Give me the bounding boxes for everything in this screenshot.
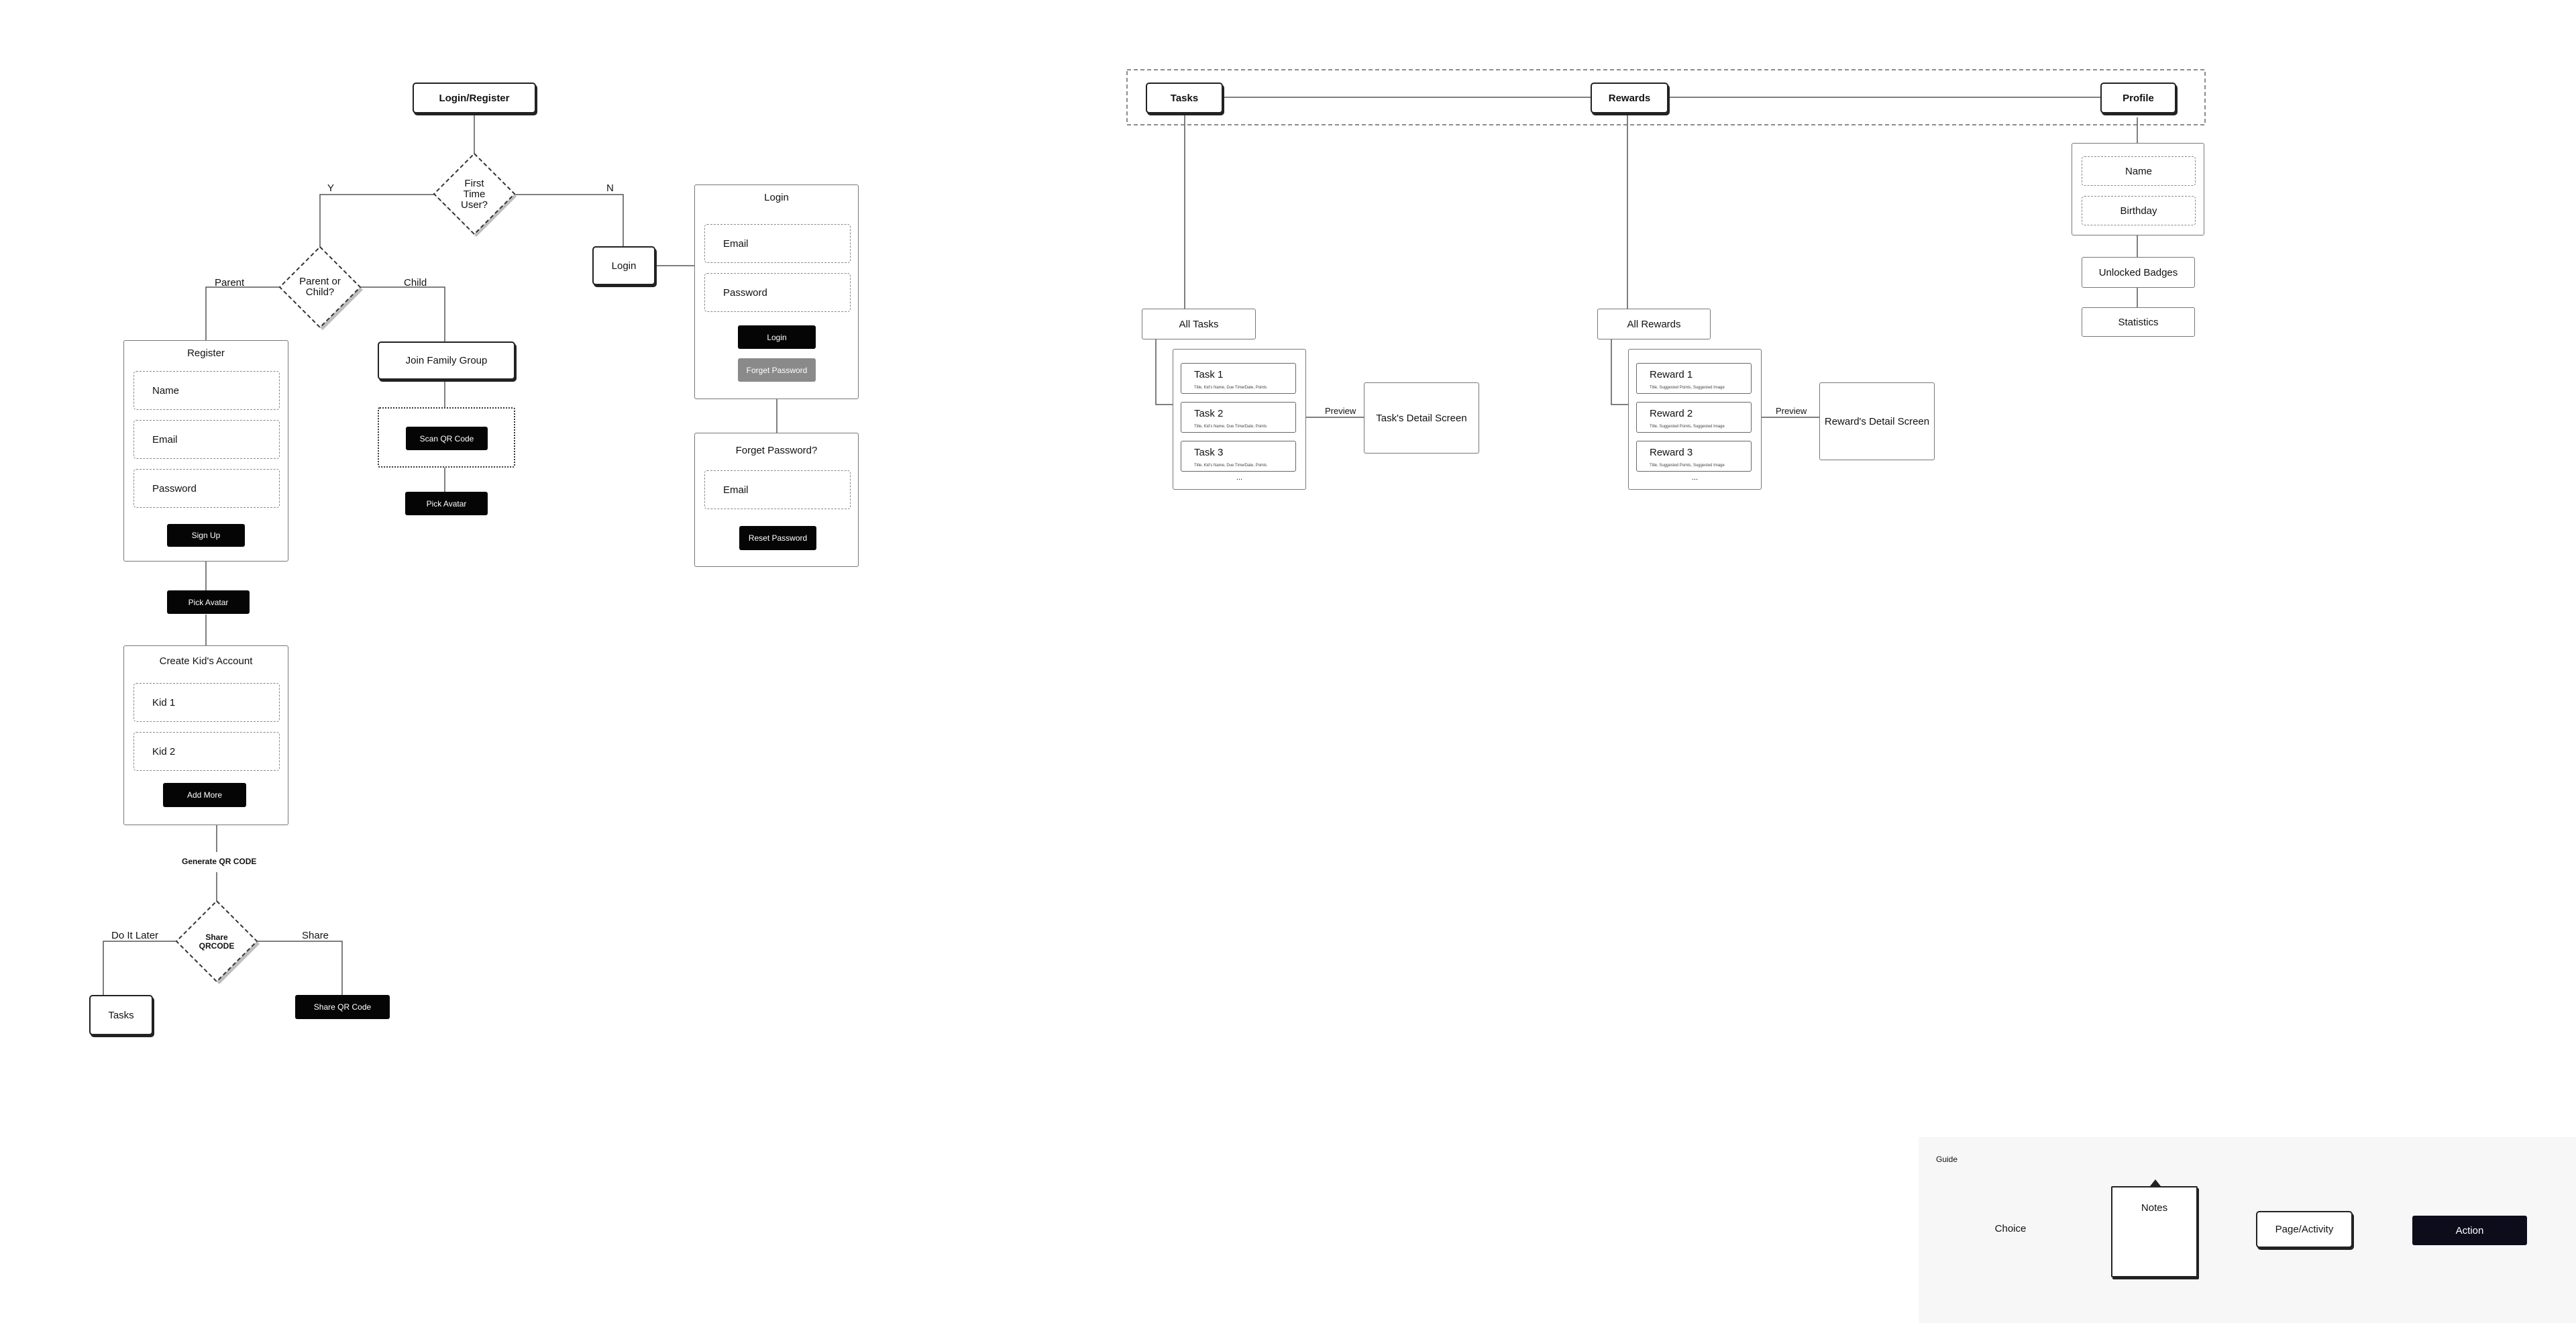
pick-avatar-child-button[interactable]: Pick Avatar (405, 492, 488, 515)
share-qrcode-label: Share QRCODE (199, 933, 235, 951)
task-item-1-subtitle: Title, Kid’s Name, Due Time/Date, Points (1194, 386, 1267, 390)
task-item-3[interactable]: Task 3 Title, Kid’s Name, Due Time/Date,… (1181, 441, 1296, 472)
reward-detail-label: Reward's Detail Screen (1824, 415, 1930, 427)
login-screen: Login Email Password Login Forget Passwo… (694, 184, 859, 399)
forget-password-button[interactable]: Forget Password (738, 358, 816, 382)
reward-item-2-subtitle: Title, Suggested Points, Suggested Image (1650, 425, 1725, 429)
reward-item-1-subtitle: Title, Suggested Points, Suggested Image (1650, 386, 1725, 390)
scan-qr-code-button[interactable]: Scan QR Code (406, 427, 488, 450)
task-item-3-subtitle: Title, Kid’s Name, Due Time/Date, Points (1194, 464, 1267, 468)
reward-item-1-title: Reward 1 (1650, 369, 1693, 380)
nav-tasks[interactable]: Tasks (1146, 83, 1223, 113)
nav-tasks-label: Tasks (1170, 92, 1199, 104)
forget-password-title: Forget Password? (735, 445, 818, 456)
guide-action: Action (2412, 1216, 2527, 1245)
reset-password-button[interactable]: Reset Password (739, 526, 816, 550)
pick-avatar-parent-button[interactable]: Pick Avatar (167, 590, 250, 614)
create-kids-title: Create Kid's Account (159, 655, 253, 667)
task-item-2-subtitle: Title, Kid’s Name, Due Time/Date, Points (1194, 425, 1267, 429)
task-preview-label: Preview (1325, 406, 1356, 416)
create-kids-account-screen: Create Kid's Account Kid 1 Kid 2 Add Mor… (123, 645, 288, 825)
child-branch-label: Child (404, 277, 427, 288)
login-register-node[interactable]: Login/Register (413, 83, 536, 113)
all-rewards-node[interactable]: All Rewards (1597, 309, 1711, 339)
nav-rewards[interactable]: Rewards (1591, 83, 1668, 113)
scan-qr-frame: Scan QR Code (378, 407, 515, 468)
parent-or-child-label: Parent or Child? (299, 276, 341, 298)
statistics-label: Statistics (2118, 316, 2159, 328)
task-item-2-title: Task 2 (1194, 408, 1224, 419)
register-name-field[interactable]: Name (133, 371, 280, 410)
statistics-node[interactable]: Statistics (2082, 307, 2195, 337)
reward-item-3[interactable]: Reward 3 Title, Suggested Points, Sugges… (1636, 441, 1752, 472)
profile-frame: Name Birthday (2072, 143, 2204, 235)
first-time-user-label: First Time User? (460, 178, 488, 211)
guide-notes-pointer (2150, 1179, 2161, 1186)
reward-item-2[interactable]: Reward 2 Title, Suggested Points, Sugges… (1636, 402, 1752, 433)
join-family-group-node[interactable]: Join Family Group (378, 341, 515, 380)
guide-choice-label: Choice (1994, 1223, 2027, 1234)
all-rewards-label: All Rewards (1627, 318, 1681, 330)
generate-qr-label: Generate QR CODE (182, 857, 257, 866)
share-qr-code-button[interactable]: Share QR Code (295, 995, 390, 1019)
nav-profile[interactable]: Profile (2100, 83, 2176, 113)
reward-item-1[interactable]: Reward 1 Title, Suggested Points, Sugges… (1636, 363, 1752, 394)
nav-profile-label: Profile (2123, 92, 2154, 104)
reward-item-2-title: Reward 2 (1650, 408, 1693, 419)
task-item-2[interactable]: Task 2 Title, Kid’s Name, Due Time/Date,… (1181, 402, 1296, 433)
reward-list-ellipsis: ... (1691, 474, 1699, 482)
register-password-field[interactable]: Password (133, 469, 280, 508)
tasks-node[interactable]: Tasks (89, 995, 153, 1035)
login-register-label: Login/Register (439, 92, 510, 104)
all-tasks-label: All Tasks (1179, 318, 1219, 330)
unlocked-badges-node[interactable]: Unlocked Badges (2082, 257, 2195, 288)
profile-birthday-field[interactable]: Birthday (2082, 196, 2196, 225)
login-node-label: Login (611, 260, 637, 272)
no-branch-label: N (606, 182, 614, 194)
task-list-frame: Task 1 Title, Kid’s Name, Due Time/Date,… (1173, 349, 1306, 490)
login-email-field[interactable]: Email (704, 224, 851, 263)
unlocked-badges-label: Unlocked Badges (2098, 266, 2178, 278)
guide-page-activity-label: Page/Activity (2275, 1224, 2334, 1235)
guide-panel: Guide Choice Notes Page/Activity Action (1919, 1137, 2576, 1323)
do-it-later-label: Do It Later (111, 930, 159, 941)
reward-detail-screen[interactable]: Reward's Detail Screen (1819, 382, 1935, 460)
task-item-1-title: Task 1 (1194, 369, 1224, 380)
reward-item-3-subtitle: Title, Suggested Points, Suggested Image (1650, 464, 1725, 468)
guide-title: Guide (1936, 1155, 1958, 1164)
register-title: Register (187, 348, 225, 359)
login-button[interactable]: Login (738, 325, 816, 349)
tasks-node-label: Tasks (108, 1009, 134, 1021)
add-more-button[interactable]: Add More (163, 783, 246, 807)
task-item-3-title: Task 3 (1194, 447, 1224, 458)
nav-rewards-label: Rewards (1608, 92, 1651, 104)
kid-1-field[interactable]: Kid 1 (133, 683, 280, 722)
kid-2-field[interactable]: Kid 2 (133, 732, 280, 771)
task-detail-screen[interactable]: Task's Detail Screen (1364, 382, 1479, 454)
task-detail-label: Task's Detail Screen (1376, 412, 1467, 424)
sign-up-button[interactable]: Sign Up (167, 524, 245, 547)
all-tasks-node[interactable]: All Tasks (1142, 309, 1256, 339)
register-email-field[interactable]: Email (133, 420, 280, 459)
login-password-field[interactable]: Password (704, 273, 851, 312)
reward-preview-label: Preview (1776, 406, 1807, 416)
guide-notes-shape: Notes (2111, 1186, 2198, 1277)
task-list-ellipsis: ... (1236, 474, 1243, 482)
guide-page-activity: Page/Activity (2256, 1211, 2353, 1248)
forget-email-field[interactable]: Email (704, 470, 851, 509)
yes-branch-label: Y (327, 182, 335, 194)
reward-list-frame: Reward 1 Title, Suggested Points, Sugges… (1628, 349, 1762, 490)
join-family-group-label: Join Family Group (405, 355, 488, 366)
reward-item-3-title: Reward 3 (1650, 447, 1693, 458)
profile-name-field[interactable]: Name (2082, 156, 2196, 186)
guide-notes-label: Notes (2141, 1202, 2168, 1214)
register-screen: Register Name Email Password Sign Up (123, 340, 288, 562)
task-item-1[interactable]: Task 1 Title, Kid’s Name, Due Time/Date,… (1181, 363, 1296, 394)
forget-password-screen: Forget Password? Email Reset Password (694, 433, 859, 567)
parent-branch-label: Parent (215, 277, 245, 288)
share-branch-label: Share (302, 930, 329, 941)
login-node[interactable]: Login (592, 246, 655, 285)
login-screen-title: Login (764, 192, 789, 203)
